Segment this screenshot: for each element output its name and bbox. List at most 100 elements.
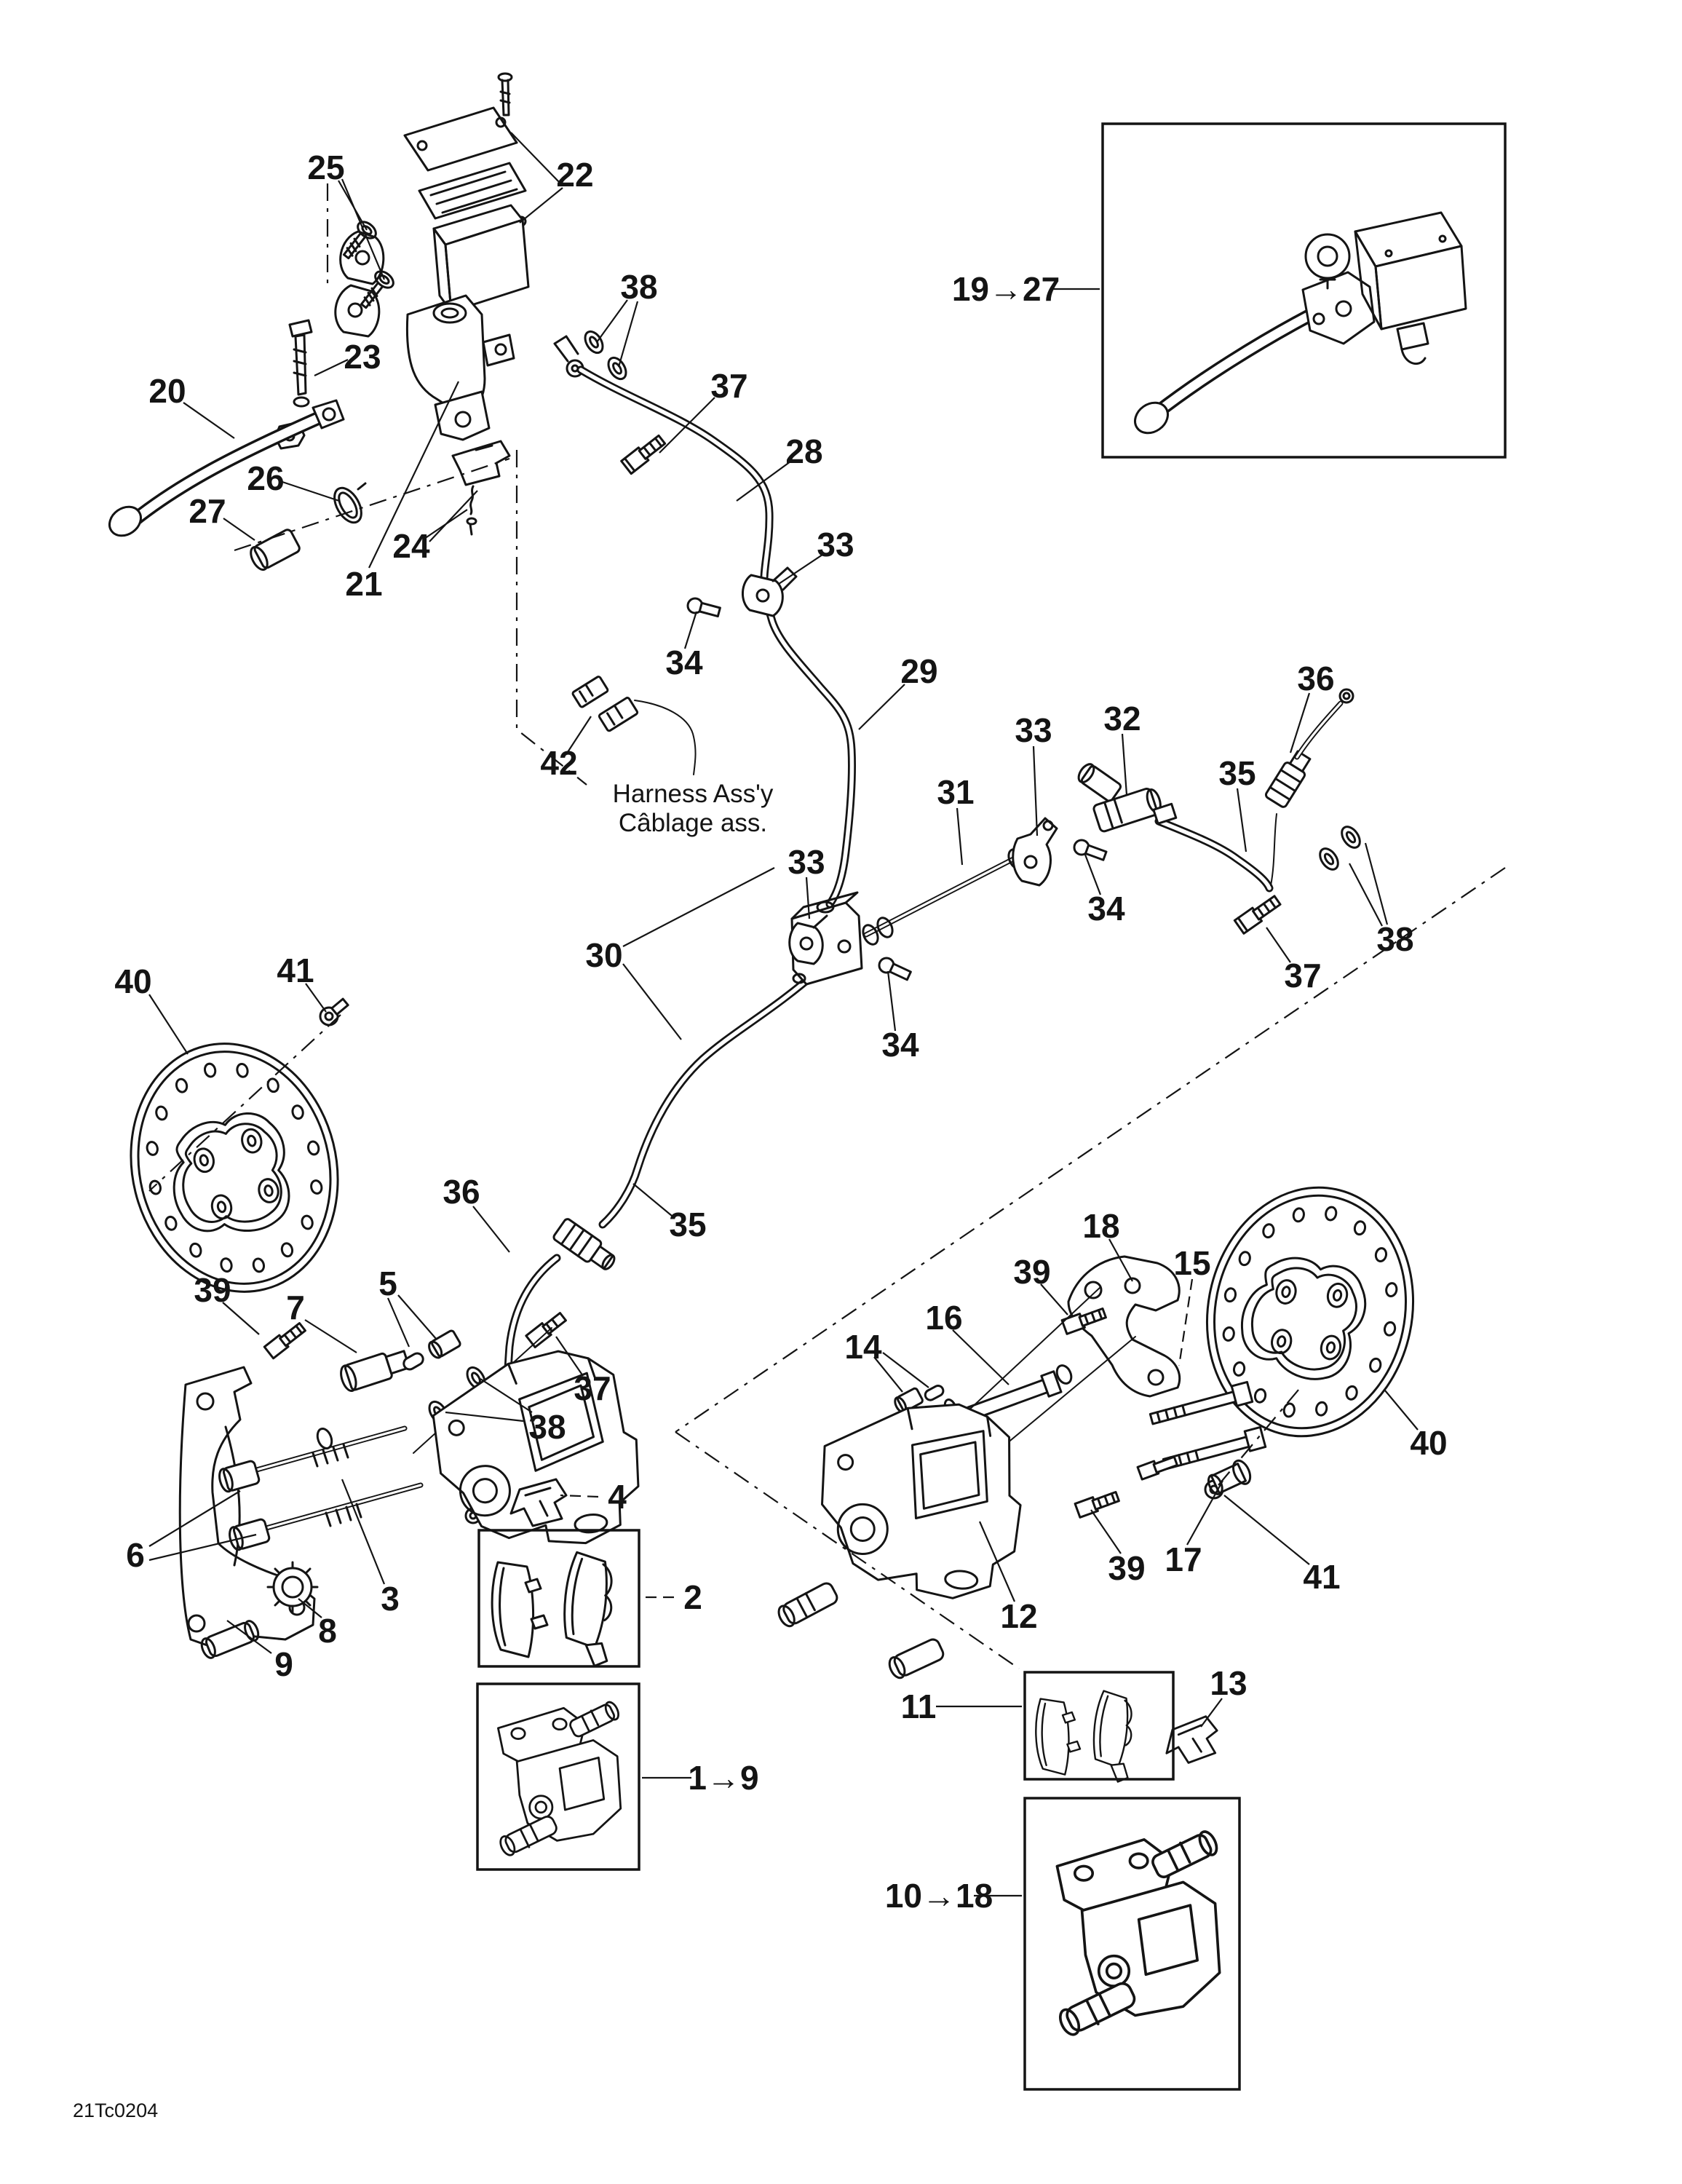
callout-20-leader-1: [183, 402, 235, 439]
front-caliper-assembled-box: [476, 1682, 640, 1871]
callout-31: 31: [937, 773, 974, 811]
callout-22-leader-1: [510, 132, 561, 184]
callout-3: 3: [381, 1580, 400, 1618]
callout-37a: 37: [710, 367, 747, 405]
callout-33c-leader-1: [805, 877, 811, 919]
callout-34c-leader-1: [886, 970, 897, 1032]
callout-4: 4: [608, 1478, 627, 1516]
callout-29: 29: [900, 652, 937, 690]
inset-boxes-layer: [476, 122, 1507, 2091]
callout-35b-leader-1: [632, 1183, 673, 1216]
callout-12: 12: [1000, 1597, 1037, 1635]
harness-assembly: [571, 676, 697, 775]
callout-34a: 34: [665, 644, 703, 681]
callout-21: 21: [345, 565, 382, 603]
callout-34a-leader-1: [683, 611, 698, 649]
callout-25: 25: [307, 149, 344, 186]
callout-38c: 38: [528, 1408, 566, 1446]
callout-11: 11: [901, 1688, 937, 1725]
callout-28: 28: [785, 432, 822, 470]
callout-5-leader-1: [386, 1297, 410, 1348]
callout-39a: 39: [194, 1271, 231, 1309]
callout-41b-leader-1: [1223, 1495, 1310, 1565]
callout-35a: 35: [1218, 754, 1255, 792]
rear-brake-pads: [1035, 1689, 1139, 1784]
hose-clamp-33-second: [1012, 817, 1058, 887]
callout-12-leader-1: [978, 1521, 1016, 1602]
hose-fitting-36-left: [552, 1218, 616, 1270]
callout-9: 9: [274, 1645, 293, 1683]
drawing-code: 21Tc0204: [73, 2100, 158, 2121]
callout-27: 27: [189, 492, 226, 530]
callout-39b: 39: [1013, 1253, 1050, 1291]
construction-line-6: [234, 457, 510, 552]
callout-33a: 33: [817, 526, 854, 563]
callout-37b: 37: [1284, 957, 1321, 994]
callout-40a-leader-1: [148, 994, 189, 1055]
callout-17-leader-1: [1186, 1480, 1223, 1546]
callout-39c-leader-1: [1090, 1509, 1122, 1554]
master-cylinder-exploded: [108, 72, 667, 571]
callout-41a: 41: [277, 951, 314, 989]
front-caliper-assembled: [496, 1698, 622, 1859]
brake-disc-right: [1183, 1167, 1437, 1457]
callout-23: 23: [344, 338, 381, 376]
callout-38a-leader-1: [596, 299, 628, 343]
callout-40b-leader-1: [1384, 1390, 1419, 1431]
callout-1-9: 1→9: [688, 1759, 758, 1797]
callout-7: 7: [286, 1289, 305, 1326]
front-brake-pads: [491, 1550, 621, 1669]
callout-14-leader-1: [873, 1356, 903, 1393]
callout-25-leader-2: [341, 178, 386, 280]
callout-37b-leader-1: [1266, 927, 1291, 963]
callout-17: 17: [1165, 1540, 1202, 1578]
brake-lever: [108, 399, 345, 537]
callout-7-leader-1: [304, 1319, 357, 1353]
callout-34b-leader-1: [1084, 854, 1102, 895]
callout-3-leader-1: [341, 1479, 386, 1585]
callout-38c-leader-2: [480, 1378, 533, 1413]
callout-40a: 40: [114, 962, 151, 1000]
construction-line-5: [515, 450, 587, 786]
callout-6-leader-2: [148, 1533, 257, 1562]
callout-38c-leader-1: [445, 1411, 524, 1423]
callout-16-leader-1: [952, 1329, 1009, 1385]
callout-19-27: 19→27: [952, 270, 1060, 308]
callout-38b-leader-1: [1349, 863, 1383, 927]
tee-fitting-32: [1077, 763, 1178, 833]
callout-30: 30: [585, 936, 622, 974]
callout-38a-leader-2: [617, 301, 639, 368]
callout-38a: 38: [620, 268, 657, 306]
rear-banjo-bolt-37: [1233, 895, 1282, 935]
harness-note-line1: Harness Ass'y: [613, 780, 774, 808]
callout-5-leader-2: [397, 1294, 437, 1340]
hose-fitting-36-right: [1264, 750, 1312, 808]
callout-21-leader-1: [368, 381, 459, 569]
callout-8: 8: [318, 1612, 337, 1650]
callout-36a: 36: [1297, 660, 1334, 697]
rear-hose-35: [1154, 688, 1354, 893]
callout-22-leader-2: [519, 187, 563, 223]
callout-5: 5: [378, 1265, 397, 1302]
callout-30-leader-2: [622, 963, 682, 1040]
callout-26: 26: [247, 459, 284, 497]
callout-6-leader-1: [148, 1490, 241, 1547]
callout-23-leader-1: [314, 359, 349, 376]
lever-master-cylinder-assembly: [1134, 211, 1467, 435]
front-brake-pads-box: [477, 1529, 640, 1668]
callout-13: 13: [1210, 1664, 1247, 1702]
callout-41b: 41: [1303, 1558, 1340, 1596]
callout-41a-leader-1: [305, 983, 327, 1013]
callout-26-leader-1: [282, 480, 340, 502]
callout-29-leader-1: [858, 684, 905, 730]
callout-27-leader-1: [223, 518, 255, 541]
callout-36b-leader-1: [472, 1206, 510, 1253]
callout-14-leader-2: [882, 1352, 929, 1388]
callout-18: 18: [1082, 1207, 1119, 1245]
callout-39b-leader-1: [1040, 1283, 1068, 1315]
callout-42-leader-1: [567, 716, 592, 753]
front-brake-hose-28-29: [576, 365, 857, 909]
callouts-layer: 2021222324252627282930313233333334343435…: [114, 132, 1448, 1915]
